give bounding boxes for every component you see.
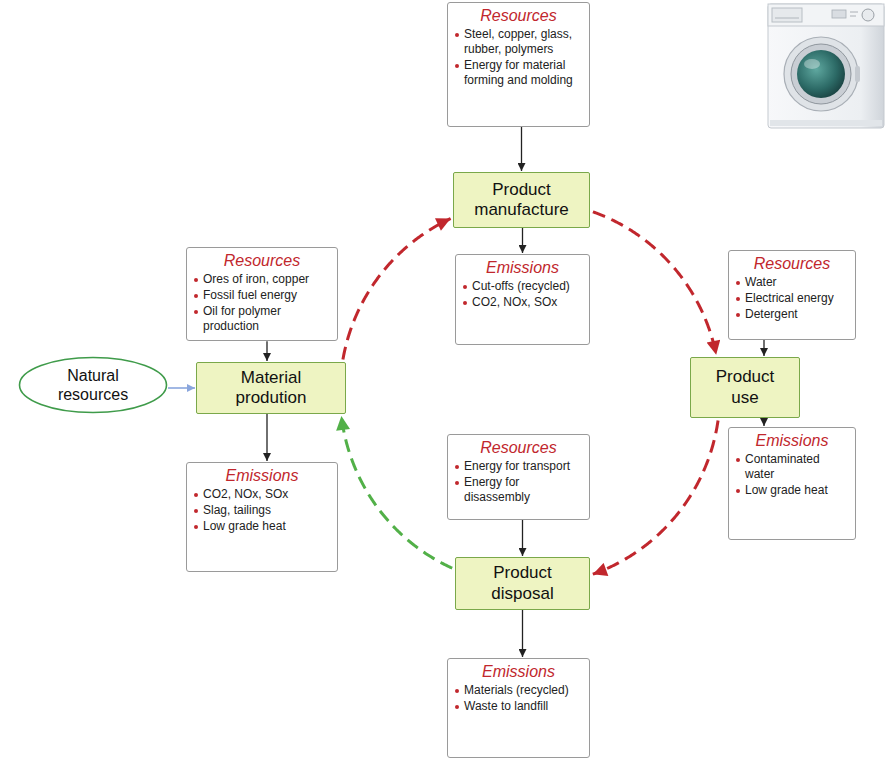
flow-arrow xyxy=(168,387,195,389)
door-ring xyxy=(791,44,851,104)
resource-box: ResourcesSteel, copper, glass, rubber, p… xyxy=(447,2,590,127)
panel-mark xyxy=(850,16,856,17)
emission-box: EmissionsMaterials (recycled)Waste to la… xyxy=(447,658,590,758)
stage-label: Product use xyxy=(701,367,789,408)
glass-highlight xyxy=(804,59,820,69)
bullet-item: CO2, NOx, SOx xyxy=(193,487,331,502)
oval-shape xyxy=(20,358,167,413)
cycle-arrow xyxy=(593,420,718,574)
bullet-item: Cut-offs (recycled) xyxy=(462,279,583,294)
resource-box: ResourcesOres of iron, copperFossil fuel… xyxy=(186,247,338,341)
bullet-item: Waste to landfill xyxy=(454,699,583,714)
door-handle xyxy=(855,66,860,82)
bullet-item: Oil for polymer production xyxy=(193,304,331,334)
bullet-item: Ores of iron, copper xyxy=(193,272,331,287)
stage-label: Product manufacture xyxy=(464,180,579,221)
cycle-arrow xyxy=(343,219,451,360)
section-heading: Emissions xyxy=(735,431,849,450)
oval-label: Natural resources xyxy=(46,366,140,404)
panel-mark xyxy=(850,12,858,13)
section-heading: Emissions xyxy=(193,466,331,485)
door-glass xyxy=(797,50,845,98)
cycle-arrow xyxy=(593,212,716,355)
machine-body xyxy=(768,4,884,128)
flow-arrow xyxy=(521,127,522,171)
bullet-item: Water xyxy=(735,275,849,290)
washing-machine xyxy=(768,4,884,128)
section-heading: Emissions xyxy=(454,662,583,681)
flow-arrow xyxy=(266,341,267,361)
flow-arrow xyxy=(522,610,523,657)
stage-label: Material prodution xyxy=(207,368,335,409)
stage-box: Material prodution xyxy=(196,362,346,414)
drawer-handle xyxy=(775,18,799,19)
bullet-item: Electrical energy xyxy=(735,291,849,306)
stage-box: Product disposal xyxy=(455,557,590,610)
cycle-arrow xyxy=(341,416,452,568)
bullet-item: Fossil fuel energy xyxy=(193,288,331,303)
bullet-item: Steel, copper, glass, rubber, polymers xyxy=(454,27,583,57)
flow-arrow xyxy=(763,418,764,426)
oval-outline xyxy=(18,356,168,414)
door-rim xyxy=(784,37,858,111)
flow-arrow xyxy=(522,520,523,556)
stage-label: Product disposal xyxy=(466,563,579,604)
program-knob xyxy=(862,9,874,21)
section-heading: Emissions xyxy=(462,258,583,277)
flow-arrow xyxy=(522,228,523,253)
emission-box: EmissionsCut-offs (recycled)CO2, NOx, SO… xyxy=(455,254,590,345)
bullet-item: Contaminated water xyxy=(735,452,849,482)
bullet-item: Energy for disassembly xyxy=(454,475,583,505)
bullet-item: Energy for transport xyxy=(454,459,583,474)
emission-box: EmissionsContaminated waterLow grade hea… xyxy=(728,427,856,540)
bullet-item: Low grade heat xyxy=(193,519,331,534)
display-window xyxy=(832,10,846,18)
stage-box: Product use xyxy=(690,357,800,418)
bullet-item: Detergent xyxy=(735,307,849,322)
emission-box: EmissionsCO2, NOx, SOxSlag, tailingsLow … xyxy=(186,462,338,572)
flow-arrow xyxy=(266,414,267,461)
bullet-item: Slag, tailings xyxy=(193,503,331,518)
flow-arrow xyxy=(763,340,764,356)
stage-box: Product manufacture xyxy=(453,172,590,228)
detergent-drawer xyxy=(772,8,802,22)
bullet-item: Materials (recycled) xyxy=(454,683,583,698)
bullet-item: Low grade heat xyxy=(735,483,849,498)
section-heading: Resources xyxy=(735,254,849,273)
section-heading: Resources xyxy=(193,251,331,270)
resource-box: ResourcesWaterElectrical energyDetergent xyxy=(728,250,856,340)
section-heading: Resources xyxy=(454,6,583,25)
source-oval: Natural resources xyxy=(18,356,168,414)
section-heading: Resources xyxy=(454,438,583,457)
resource-box: ResourcesEnergy for transportEnergy for … xyxy=(447,434,590,520)
machine-plinth xyxy=(770,120,882,126)
control-panel xyxy=(768,4,884,26)
bullet-item: Energy for material forming and molding xyxy=(454,58,583,88)
bullet-item: CO2, NOx, SOx xyxy=(462,295,583,310)
